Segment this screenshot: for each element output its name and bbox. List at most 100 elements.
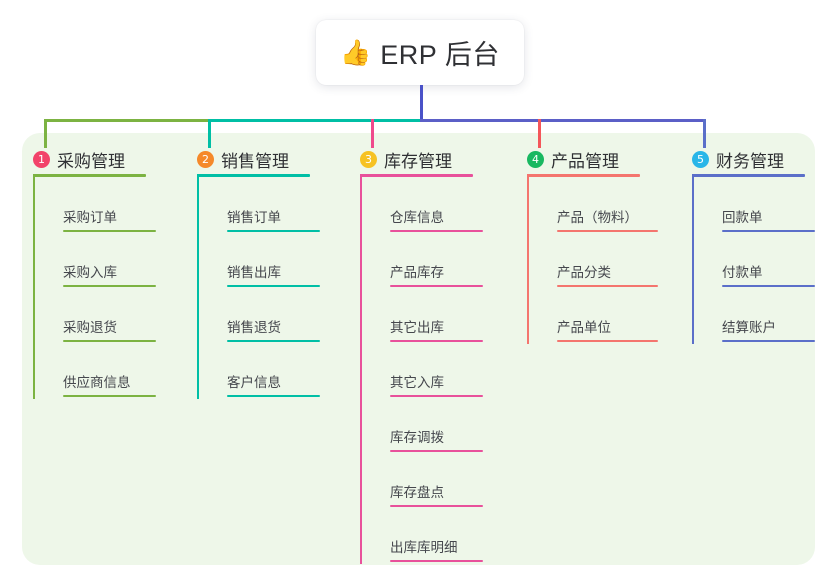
leaf-node-label: 出库库明细	[390, 540, 458, 555]
leaf-node[interactable]: 结算账户	[722, 312, 815, 342]
column-title: 采购管理	[57, 151, 125, 171]
leaf-node[interactable]: 采购入库	[63, 257, 156, 287]
leaf-node[interactable]: 销售订单	[227, 202, 320, 232]
column-spine	[197, 174, 199, 399]
leaf-node-label: 销售出库	[227, 265, 281, 280]
leaf-node-rule	[390, 395, 483, 397]
leaf-node-rule	[227, 395, 320, 397]
leaf-node-label: 其它出库	[390, 320, 444, 335]
drop-line-column-2	[208, 119, 211, 148]
leaf-node[interactable]: 其它入库	[390, 367, 483, 397]
leaf-node[interactable]: 产品单位	[557, 312, 658, 342]
thumbs-up-icon: 👍	[340, 38, 372, 67]
root-node-title: ERP 后台	[380, 40, 500, 70]
leaf-node-rule	[227, 285, 320, 287]
leaf-node-label: 其它入库	[390, 375, 444, 390]
root-node-erp-backend[interactable]: 👍 ERP 后台	[316, 20, 524, 85]
column-header-rule	[692, 174, 805, 177]
column-header-rule	[527, 174, 640, 177]
leaf-node-label: 产品单位	[557, 320, 611, 335]
leaf-node-label: 产品分类	[557, 265, 611, 280]
leaf-node-rule	[63, 395, 156, 397]
leaf-node[interactable]: 采购退货	[63, 312, 156, 342]
drop-line-column-3	[371, 119, 374, 148]
column-销售管理: 2 销售管理销售订单销售出库销售退货客户信息	[197, 144, 320, 399]
leaf-node-rule	[390, 285, 483, 287]
leaf-node[interactable]: 销售出库	[227, 257, 320, 287]
leaf-node[interactable]: 库存调拨	[390, 422, 483, 452]
leaf-node-label: 产品（物料）	[557, 210, 638, 225]
bus-segment-blue	[420, 119, 706, 122]
column-header-1[interactable]: 1 采购管理	[33, 144, 125, 174]
leaf-node-label: 结算账户	[722, 320, 776, 335]
column-title: 库存管理	[384, 151, 452, 171]
leaf-node[interactable]: 产品分类	[557, 257, 658, 287]
leaf-node-rule	[557, 340, 658, 342]
leaf-node[interactable]: 客户信息	[227, 367, 320, 397]
number-badge-icon: 2	[197, 150, 214, 168]
leaf-node[interactable]: 回款单	[722, 202, 815, 232]
leaf-node[interactable]: 产品（物料）	[557, 202, 658, 232]
leaf-node[interactable]: 其它出库	[390, 312, 483, 342]
leaf-node-label: 付款单	[722, 265, 763, 280]
number-badge-icon: 3	[360, 150, 377, 168]
number-badge-icon: 5	[692, 150, 709, 168]
column-title: 产品管理	[551, 151, 619, 171]
leaf-node-label: 销售订单	[227, 210, 281, 225]
drop-line-column-4	[538, 119, 541, 148]
leaf-node-rule	[557, 285, 658, 287]
column-采购管理: 1 采购管理采购订单采购入库采购退货供应商信息	[33, 144, 156, 399]
column-title: 销售管理	[221, 151, 289, 171]
column-spine	[33, 174, 35, 399]
column-产品管理: 4 产品管理产品（物料） 产品分类产品单位	[527, 144, 658, 344]
column-库存管理: 3 库存管理仓库信息产品库存其它出库其它入库库存调拨库存盘点出库库明细	[360, 144, 483, 564]
leaf-node-label: 采购入库	[63, 265, 117, 280]
leaf-node-rule	[63, 340, 156, 342]
leaf-node[interactable]: 付款单	[722, 257, 815, 287]
column-header-5[interactable]: 5 财务管理	[692, 144, 784, 174]
leaf-node-label: 库存调拨	[390, 430, 444, 445]
leaf-node-rule	[390, 560, 483, 562]
leaf-node[interactable]: 采购订单	[63, 202, 156, 232]
column-header-rule	[33, 174, 146, 177]
leaf-node-rule	[722, 230, 815, 232]
leaf-node-rule	[390, 230, 483, 232]
leaf-node-rule	[557, 230, 658, 232]
leaf-node[interactable]: 库存盘点	[390, 477, 483, 507]
column-header-4[interactable]: 4 产品管理	[527, 144, 619, 174]
drop-line-column-5	[703, 119, 706, 148]
leaf-node-rule	[227, 230, 320, 232]
leaf-node-rule	[722, 285, 815, 287]
leaf-node-rule	[390, 450, 483, 452]
number-badge-icon: 1	[33, 150, 50, 168]
number-badge-icon: 4	[527, 150, 544, 168]
bus-segment-green	[44, 119, 211, 122]
leaf-node-rule	[227, 340, 320, 342]
leaf-node-label: 采购订单	[63, 210, 117, 225]
leaf-node-label: 供应商信息	[63, 375, 131, 390]
leaf-node-label: 客户信息	[227, 375, 281, 390]
column-title: 财务管理	[716, 151, 784, 171]
leaf-node-label: 销售退货	[227, 320, 281, 335]
root-trunk-line	[420, 85, 423, 122]
leaf-node-rule	[390, 505, 483, 507]
leaf-node-label: 仓库信息	[390, 210, 444, 225]
column-spine	[527, 174, 529, 344]
leaf-node[interactable]: 产品库存	[390, 257, 483, 287]
column-header-2[interactable]: 2 销售管理	[197, 144, 289, 174]
leaf-node[interactable]: 供应商信息	[63, 367, 156, 397]
leaf-node-rule	[390, 340, 483, 342]
column-spine	[360, 174, 362, 564]
branch-panel	[22, 133, 815, 565]
leaf-node-label: 库存盘点	[390, 485, 444, 500]
leaf-node-label: 采购退货	[63, 320, 117, 335]
leaf-node[interactable]: 出库库明细	[390, 532, 483, 562]
leaf-node[interactable]: 仓库信息	[390, 202, 483, 232]
leaf-node[interactable]: 销售退货	[227, 312, 320, 342]
leaf-node-label: 回款单	[722, 210, 763, 225]
column-spine	[692, 174, 694, 344]
column-header-rule	[360, 174, 473, 177]
column-header-3[interactable]: 3 库存管理	[360, 144, 452, 174]
leaf-node-rule	[63, 285, 156, 287]
